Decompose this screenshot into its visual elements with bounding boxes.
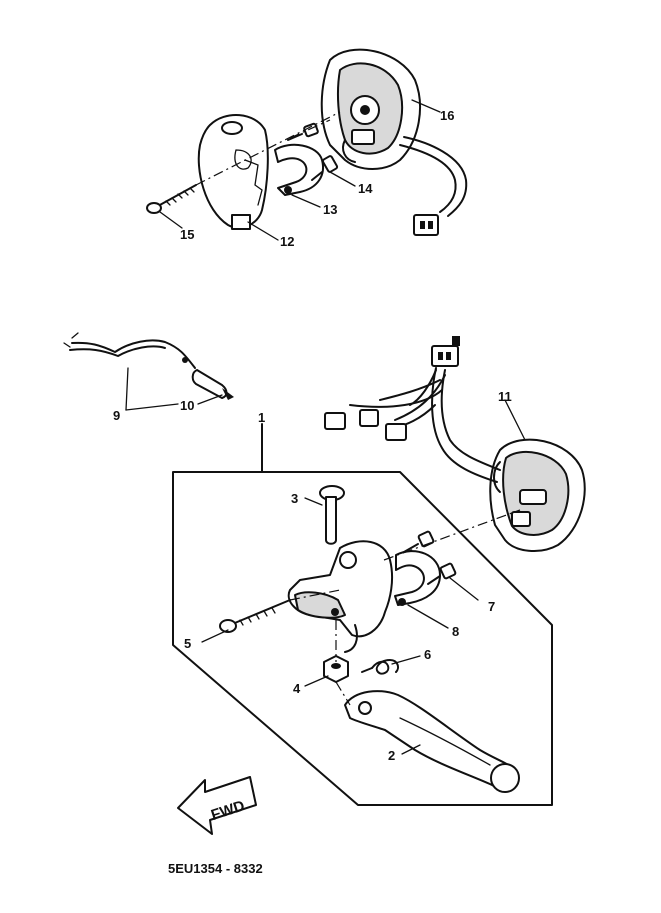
- clamp-13: [274, 143, 324, 196]
- forward-direction-arrow: FWD: [177, 776, 257, 835]
- long-screw-5: [219, 599, 291, 633]
- part-label-9: 9: [113, 408, 120, 423]
- screw-7-top: [403, 530, 435, 553]
- part-label-14: 14: [358, 181, 373, 196]
- switch-housing-16: [320, 48, 468, 236]
- nut-4: [323, 655, 349, 683]
- part-label-8: 8: [452, 624, 459, 639]
- clamp-8: [394, 550, 441, 606]
- part-label-5: 5: [184, 636, 191, 651]
- lever-2: [344, 690, 520, 793]
- assembly-box-1: [172, 423, 553, 806]
- part-label-2: 2: [388, 748, 395, 763]
- part-label-6: 6: [424, 647, 431, 662]
- wire-lead-9: [63, 332, 196, 369]
- screw-7-bottom: [427, 562, 457, 585]
- spring-6: [361, 659, 399, 675]
- part-label-1: 1: [258, 410, 265, 425]
- part-label-3: 3: [291, 491, 298, 506]
- switch-assembly-11: [324, 336, 586, 552]
- drawing-code: 5EU1354 - 8332: [168, 861, 263, 876]
- bolt-3: [319, 485, 345, 545]
- part-label-13: 13: [323, 202, 337, 217]
- part-label-10: 10: [180, 398, 194, 413]
- part-label-12: 12: [280, 234, 294, 249]
- lever-bracket: [287, 540, 394, 653]
- part-label-7: 7: [488, 599, 495, 614]
- part-label-11: 11: [498, 389, 512, 404]
- cover-plate-12: [197, 113, 269, 230]
- screw-14: [311, 155, 339, 181]
- connector-10: [191, 369, 234, 400]
- long-screw-15: [146, 184, 197, 214]
- part-label-16: 16: [440, 108, 454, 123]
- part-label-4: 4: [293, 681, 301, 696]
- part-label-15: 15: [180, 227, 194, 242]
